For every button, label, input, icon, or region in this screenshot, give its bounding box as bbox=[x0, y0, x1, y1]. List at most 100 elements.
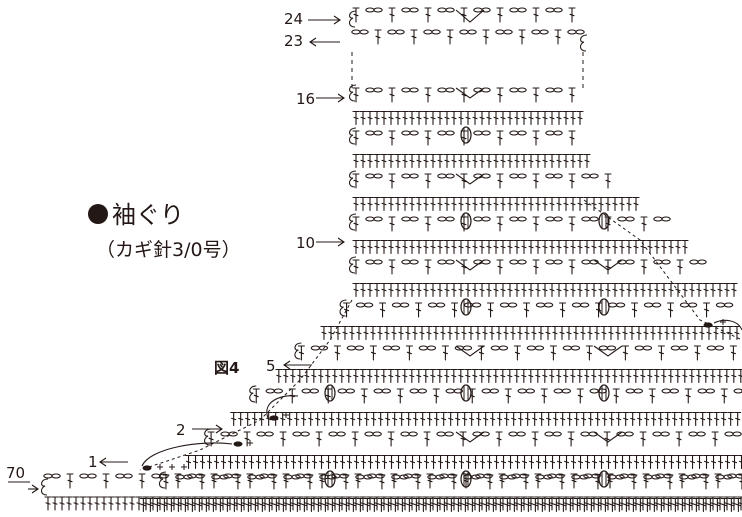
double-crochet-icon bbox=[639, 454, 648, 470]
double-crochet-icon bbox=[534, 454, 543, 470]
double-crochet-icon bbox=[404, 325, 412, 341]
double-crochet-icon bbox=[639, 431, 647, 447]
double-crochet-icon bbox=[408, 368, 416, 384]
double-crochet-icon bbox=[695, 454, 704, 470]
double-crochet-icon bbox=[432, 388, 440, 404]
double-crochet-icon bbox=[293, 497, 301, 513]
double-crochet-icon bbox=[394, 496, 402, 511]
double-crochet-icon bbox=[485, 496, 493, 511]
double-crochet-icon bbox=[513, 345, 521, 361]
double-crochet-icon bbox=[492, 110, 500, 126]
double-crochet-icon bbox=[394, 153, 402, 169]
double-crochet-icon bbox=[373, 368, 381, 384]
double-crochet-icon bbox=[475, 411, 483, 427]
double-crochet-icon bbox=[527, 153, 535, 169]
double-crochet-icon bbox=[603, 431, 611, 447]
double-crochet-icon bbox=[681, 496, 689, 511]
double-crochet-icon bbox=[443, 110, 451, 126]
double-crochet-icon bbox=[219, 496, 227, 511]
chain-stitch-icon bbox=[531, 29, 541, 35]
double-crochet-icon bbox=[436, 454, 445, 470]
double-crochet-icon bbox=[691, 325, 699, 341]
chain-stitch-icon bbox=[444, 431, 454, 437]
chain-stitch-icon bbox=[544, 431, 554, 437]
double-crochet-icon bbox=[646, 239, 654, 255]
double-crochet-icon bbox=[545, 497, 553, 513]
double-crochet-icon bbox=[335, 411, 343, 427]
chain-stitch-icon bbox=[633, 388, 643, 394]
double-crochet-icon bbox=[429, 496, 437, 511]
double-crochet-icon bbox=[562, 368, 570, 384]
chain-stitch-icon bbox=[346, 345, 357, 351]
double-crochet-icon bbox=[653, 368, 661, 384]
double-crochet-icon bbox=[729, 345, 737, 361]
double-crochet-icon bbox=[282, 368, 290, 384]
double-crochet-icon bbox=[415, 110, 423, 126]
double-crochet-icon bbox=[576, 282, 584, 298]
double-crochet-icon bbox=[373, 196, 381, 212]
double-crochet-icon bbox=[688, 454, 697, 470]
double-crochet-icon bbox=[600, 325, 608, 341]
puff-stitch-icon bbox=[598, 212, 610, 230]
double-crochet-icon bbox=[482, 497, 490, 513]
chain-stitch-icon bbox=[624, 431, 634, 437]
double-crochet-icon bbox=[394, 368, 402, 384]
double-crochet-icon bbox=[702, 302, 711, 318]
double-crochet-icon bbox=[730, 454, 739, 470]
double-crochet-icon bbox=[492, 153, 500, 169]
double-crochet-icon bbox=[373, 153, 381, 169]
double-crochet-icon bbox=[499, 368, 507, 384]
chain-stitch-icon bbox=[643, 474, 653, 480]
double-crochet-icon bbox=[345, 368, 353, 384]
double-crochet-icon bbox=[467, 325, 475, 341]
double-crochet-icon bbox=[517, 411, 525, 427]
chain-stitch-icon bbox=[409, 388, 419, 394]
double-crochet-icon bbox=[737, 496, 742, 511]
chain-stitch-icon bbox=[337, 388, 347, 394]
chain-stitch-icon bbox=[300, 431, 310, 437]
double-crochet-icon bbox=[408, 282, 416, 298]
chain-stitch-icon bbox=[678, 345, 689, 351]
double-crochet-icon bbox=[702, 454, 711, 470]
double-crochet-icon bbox=[205, 496, 213, 511]
double-crochet-icon bbox=[460, 87, 468, 103]
double-crochet-icon bbox=[464, 239, 472, 255]
double-crochet-icon bbox=[534, 153, 542, 169]
double-crochet-icon bbox=[429, 239, 437, 255]
double-crochet-icon bbox=[237, 497, 245, 513]
double-crochet-icon bbox=[492, 239, 500, 255]
double-crochet-icon bbox=[436, 282, 444, 298]
chain-stitch-icon bbox=[426, 345, 437, 351]
double-crochet-icon bbox=[450, 196, 458, 212]
double-crochet-icon bbox=[499, 454, 508, 470]
chain-stitch-icon bbox=[545, 259, 555, 265]
double-crochet-icon bbox=[657, 345, 665, 361]
double-crochet-icon bbox=[653, 282, 661, 298]
double-crochet-icon bbox=[678, 473, 686, 489]
chain-stitch-icon bbox=[401, 7, 411, 13]
double-crochet-icon bbox=[352, 153, 360, 169]
double-crochet-icon bbox=[649, 325, 657, 341]
double-crochet-icon bbox=[429, 282, 437, 298]
double-crochet-icon bbox=[457, 196, 465, 212]
v-stitch-icon bbox=[455, 9, 485, 23]
double-crochet-icon bbox=[415, 454, 424, 470]
double-crochet-icon bbox=[373, 454, 382, 470]
chain-stitch-icon bbox=[409, 7, 419, 13]
double-crochet-icon bbox=[671, 411, 679, 427]
chain-stitch-icon bbox=[445, 216, 455, 222]
double-crochet-icon bbox=[387, 282, 395, 298]
double-crochet-icon bbox=[247, 454, 256, 470]
double-crochet-icon bbox=[388, 7, 396, 23]
chain-stitch-icon bbox=[436, 431, 446, 437]
puff-stitch-icon bbox=[460, 212, 472, 230]
double-crochet-icon bbox=[65, 496, 73, 511]
double-crochet-icon bbox=[496, 497, 504, 513]
double-crochet-icon bbox=[555, 454, 564, 470]
double-crochet-icon bbox=[443, 454, 452, 470]
double-crochet-icon bbox=[174, 497, 182, 513]
double-crochet-icon bbox=[485, 454, 494, 470]
double-crochet-icon bbox=[576, 110, 584, 126]
chain-stitch-icon bbox=[517, 388, 527, 394]
slip-stitch-icon bbox=[269, 415, 279, 421]
